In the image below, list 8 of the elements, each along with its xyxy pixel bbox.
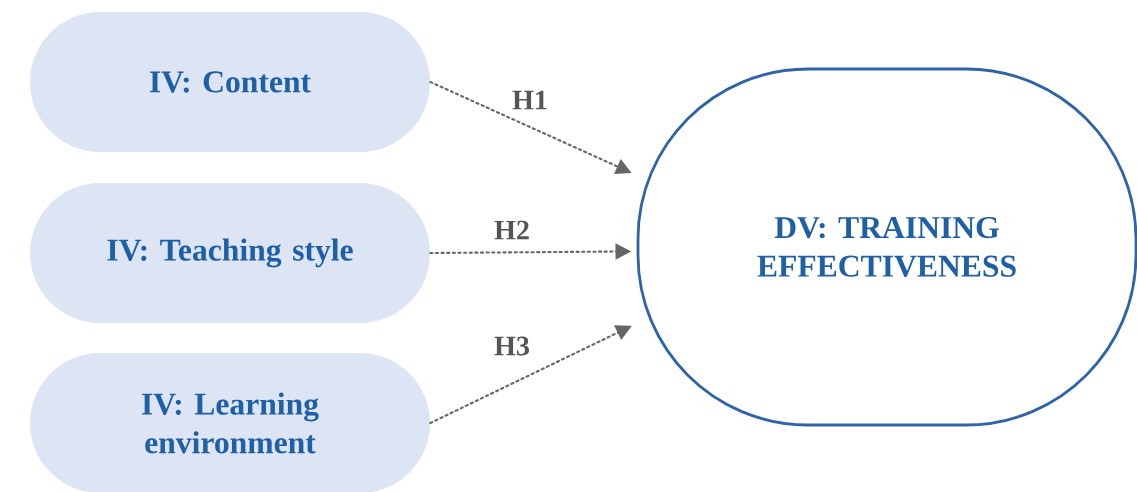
rounded-box: IV: Content xyxy=(30,12,430,152)
rounded-box: IV: Learning environment xyxy=(30,353,430,492)
edge-label: H1 xyxy=(510,88,550,112)
rounded-box: IV: Teaching style xyxy=(30,183,430,323)
oval-node: DV: TRAINING EFFECTIVENESS xyxy=(636,67,1137,427)
edge-label: H3 xyxy=(492,334,532,358)
node-label: DV: TRAINING EFFECTIVENESS xyxy=(757,216,1016,278)
edge-label: H2 xyxy=(492,218,532,242)
